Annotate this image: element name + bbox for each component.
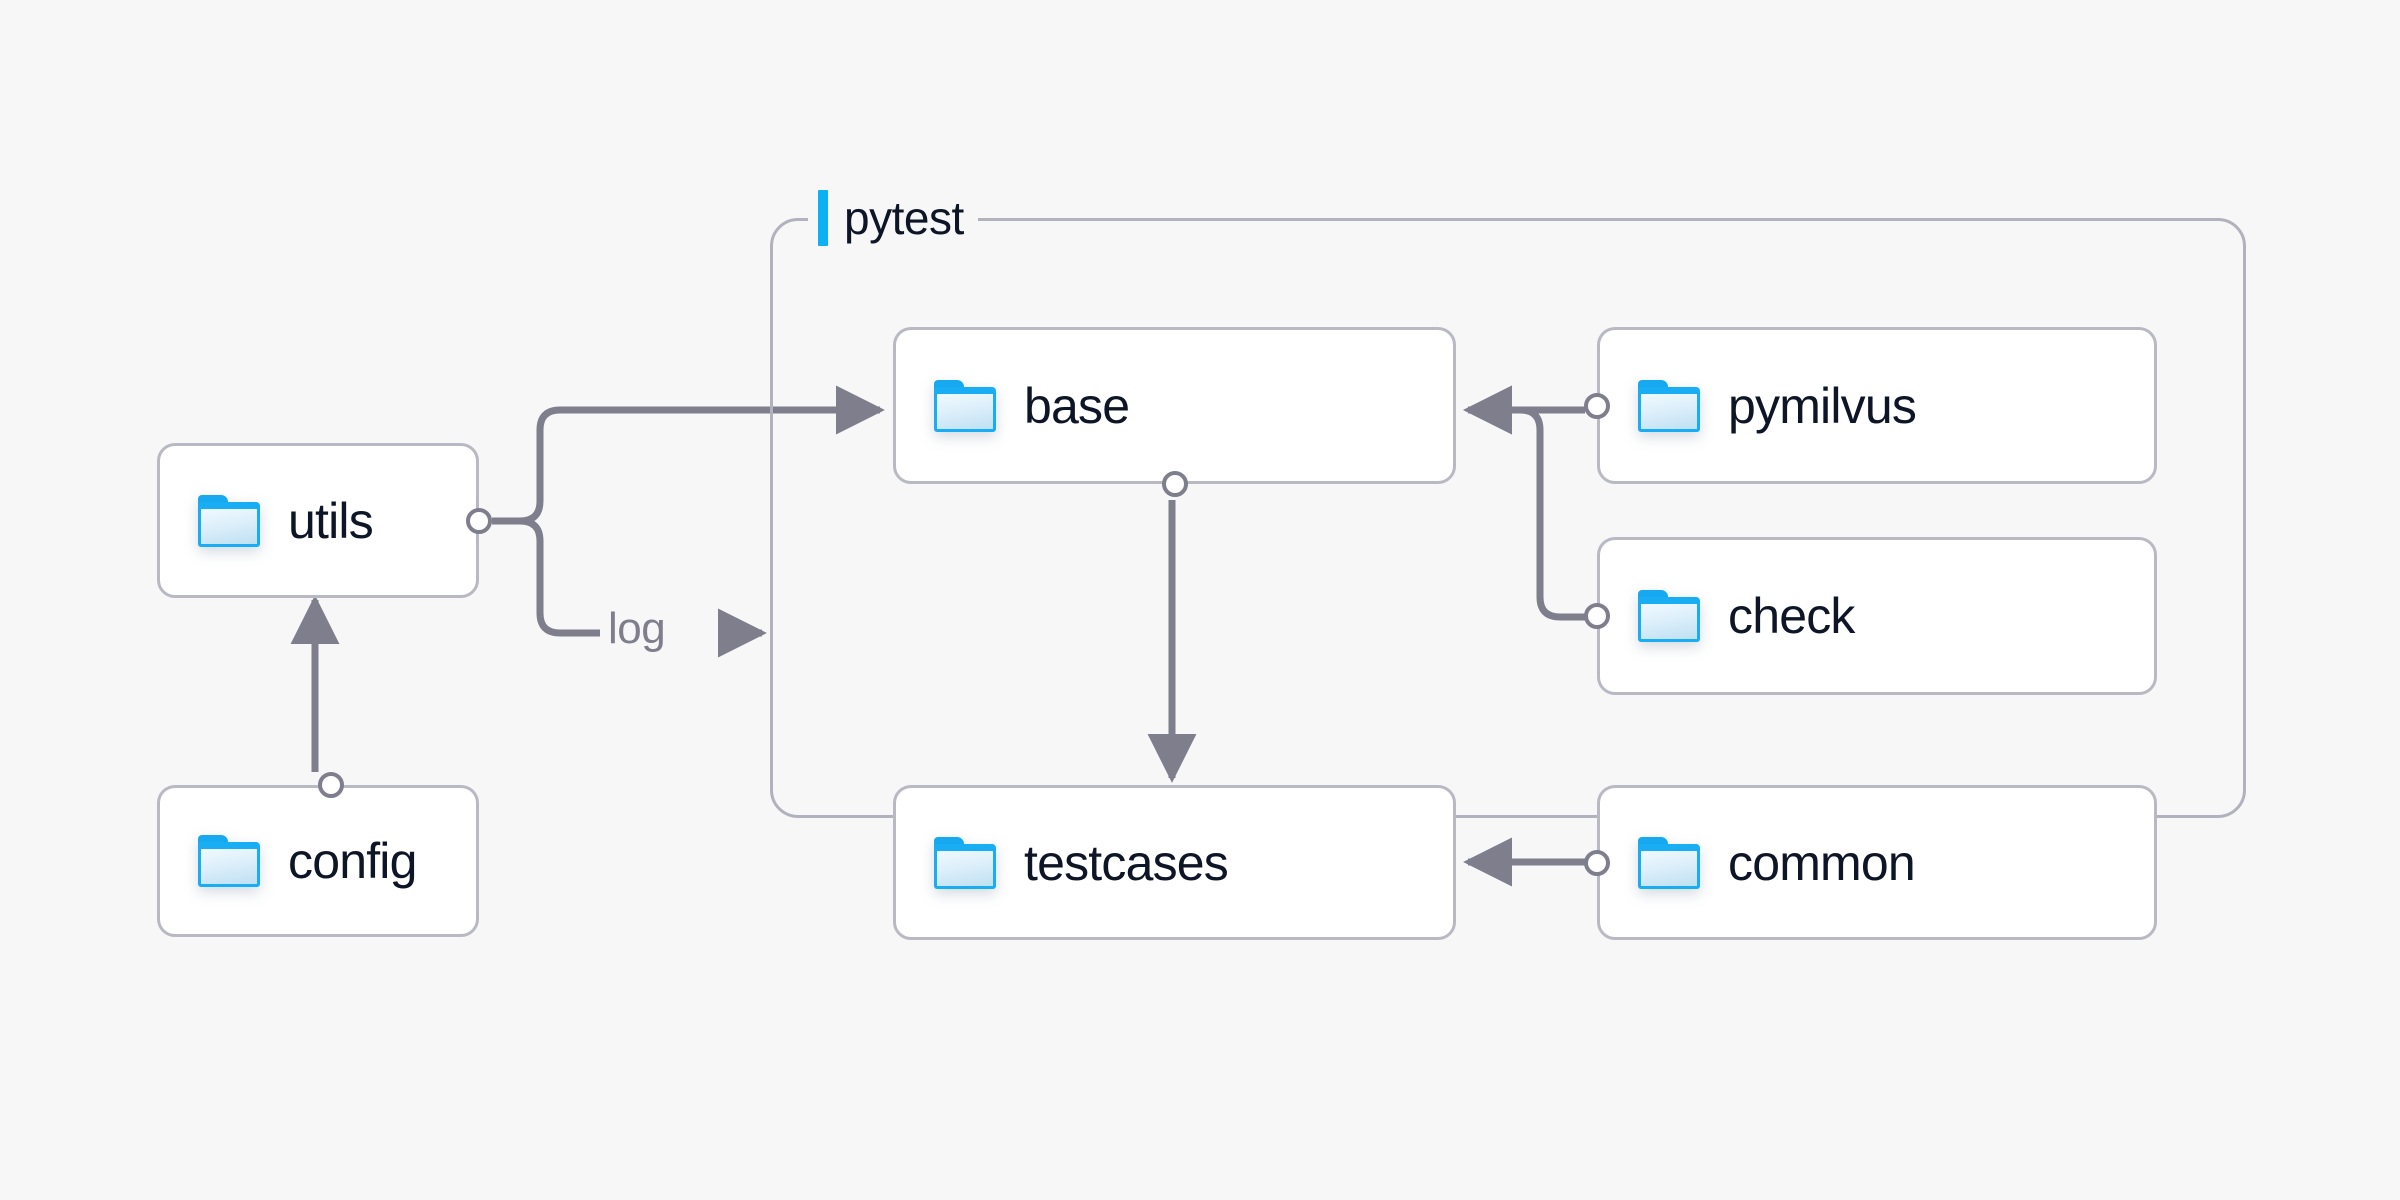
node-label-utils: utils <box>288 492 374 549</box>
node-label-pymilvus: pymilvus <box>1728 377 1917 434</box>
folder-icon <box>1638 379 1700 432</box>
accent-bar-icon <box>818 190 828 246</box>
node-base[interactable]: base <box>893 327 1456 497</box>
group-title: pytest <box>844 192 964 244</box>
handle-base-bottom[interactable] <box>1162 471 1188 497</box>
folder-icon <box>1638 590 1700 642</box>
node-common[interactable]: common <box>1584 785 2157 940</box>
node-label-testcases: testcases <box>1024 834 1229 891</box>
node-utils[interactable]: utils <box>157 443 492 598</box>
folder-icon <box>198 835 260 887</box>
node-label-base: base <box>1024 377 1130 434</box>
folder-icon <box>1638 836 1700 889</box>
handle-config-top[interactable] <box>318 772 344 798</box>
edge-label-log: log <box>608 604 666 653</box>
handle-pymilvus-left[interactable] <box>1584 392 1610 419</box>
handle-check-left[interactable] <box>1584 603 1610 629</box>
edge-utils-log <box>492 517 600 637</box>
group-label-pytest: pytest <box>808 188 978 248</box>
node-testcases[interactable]: testcases <box>893 785 1456 940</box>
node-label-check: check <box>1728 588 1855 644</box>
folder-icon <box>934 836 996 889</box>
node-pymilvus[interactable]: pymilvus <box>1584 327 2157 484</box>
node-config[interactable]: config <box>157 772 479 937</box>
node-label-common: common <box>1728 834 1916 891</box>
handle-common-left[interactable] <box>1584 849 1610 876</box>
node-check[interactable]: check <box>1584 537 2157 695</box>
handle-utils-right[interactable] <box>466 507 492 534</box>
group-container-pytest[interactable] <box>770 218 2246 818</box>
folder-icon <box>934 379 996 432</box>
folder-icon <box>198 494 260 547</box>
node-label-config: config <box>288 833 417 889</box>
